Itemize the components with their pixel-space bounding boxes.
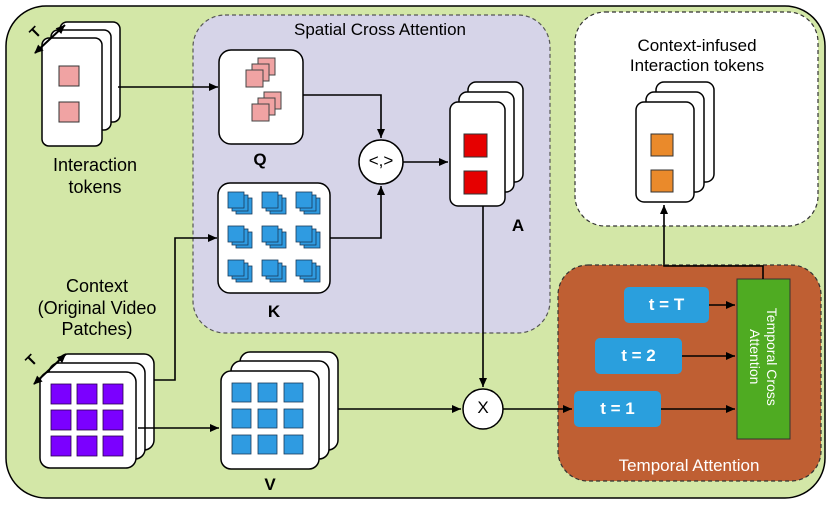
a-attention-stack — [449, 81, 524, 207]
v-box-stack — [220, 351, 339, 470]
v-blue-patch-grid — [231, 382, 304, 455]
purple-video-patch — [76, 435, 98, 457]
a-label: A — [511, 216, 525, 235]
purple-video-patch — [76, 409, 98, 431]
k-patch-cube — [261, 259, 279, 277]
q-pink-cubes — [245, 57, 282, 122]
purple-video-patch — [102, 409, 124, 431]
q-box — [218, 49, 304, 145]
v-patch — [257, 434, 278, 455]
k-patch-cube — [227, 225, 245, 243]
spatial-cross-attention-title: Spatial Cross Attention — [294, 20, 466, 39]
temporal-cross-attention-bar — [736, 278, 791, 440]
context-label-line-3: Patches) — [61, 319, 133, 340]
k-patch-cube — [227, 191, 245, 209]
context-infused-title: Context-infused Interaction tokens — [585, 36, 809, 77]
t-arrow-bottom — [33, 353, 67, 385]
interaction-tokens-label-line-1: Interaction — [52, 155, 138, 175]
interaction-tokens-label-line-2: tokens — [68, 176, 122, 197]
v-patch — [283, 382, 304, 403]
v-patch — [231, 408, 252, 429]
interaction-token-stack — [41, 21, 121, 147]
context-video-patch-stack — [39, 353, 155, 469]
temporal-cross-label-line-1: Temporal Cross — [763, 307, 780, 406]
q-label: Q — [253, 150, 267, 169]
t-arrow-top — [34, 24, 66, 54]
time-step-label-1: t = 1 — [600, 399, 635, 418]
context-label-line-1: Context — [65, 276, 129, 296]
purple-video-patch — [50, 409, 72, 431]
purple-video-patch — [76, 383, 98, 405]
k-blue-patch-grid — [227, 191, 321, 283]
purple-video-patch — [102, 435, 124, 457]
interaction-tokens-label: Interaction tokens — [40, 155, 150, 198]
context-infused-title-line-1: Context-infused — [637, 36, 757, 55]
v-patch — [283, 408, 304, 429]
v-patch — [231, 382, 252, 403]
connectors — [118, 83, 764, 432]
v-patch — [257, 408, 278, 429]
temporal-cross-attention-label: Temporal Cross Attention — [746, 277, 780, 437]
time-step-label-2: t = 2 — [621, 346, 656, 365]
multiply-label: X — [477, 398, 489, 417]
temporal-attention-title: Temporal Attention — [618, 456, 760, 475]
v-patch — [283, 434, 304, 455]
k-patch-cube — [295, 259, 313, 277]
v-patch — [257, 382, 278, 403]
inner-product-label: <,> — [368, 151, 394, 170]
k-patch-cube — [261, 191, 279, 209]
time-step-label-T: t = T — [648, 295, 685, 314]
v-label: V — [264, 475, 276, 494]
k-patch-cube — [261, 225, 279, 243]
k-label: K — [267, 302, 281, 321]
k-box — [217, 182, 331, 294]
k-patch-cube — [295, 225, 313, 243]
temporal-cross-label-line-2: Attention — [747, 329, 763, 385]
k-patch-cube — [227, 259, 245, 277]
purple-video-patch — [102, 383, 124, 405]
context-label: Context (Original Video Patches) — [22, 276, 172, 341]
time-step-box-T — [624, 287, 709, 323]
context-label-line-2: (Original Video — [37, 297, 157, 318]
time-step-box-2 — [595, 338, 682, 374]
purple-video-patch — [50, 383, 72, 405]
time-step-box-1 — [574, 391, 661, 427]
context-infused-token-stack — [635, 81, 715, 203]
purple-patch-grid — [50, 383, 124, 457]
k-patch-cube — [295, 191, 313, 209]
v-patch — [231, 434, 252, 455]
context-infused-title-line-2: Interaction tokens — [629, 56, 765, 76]
purple-video-patch — [50, 435, 72, 457]
